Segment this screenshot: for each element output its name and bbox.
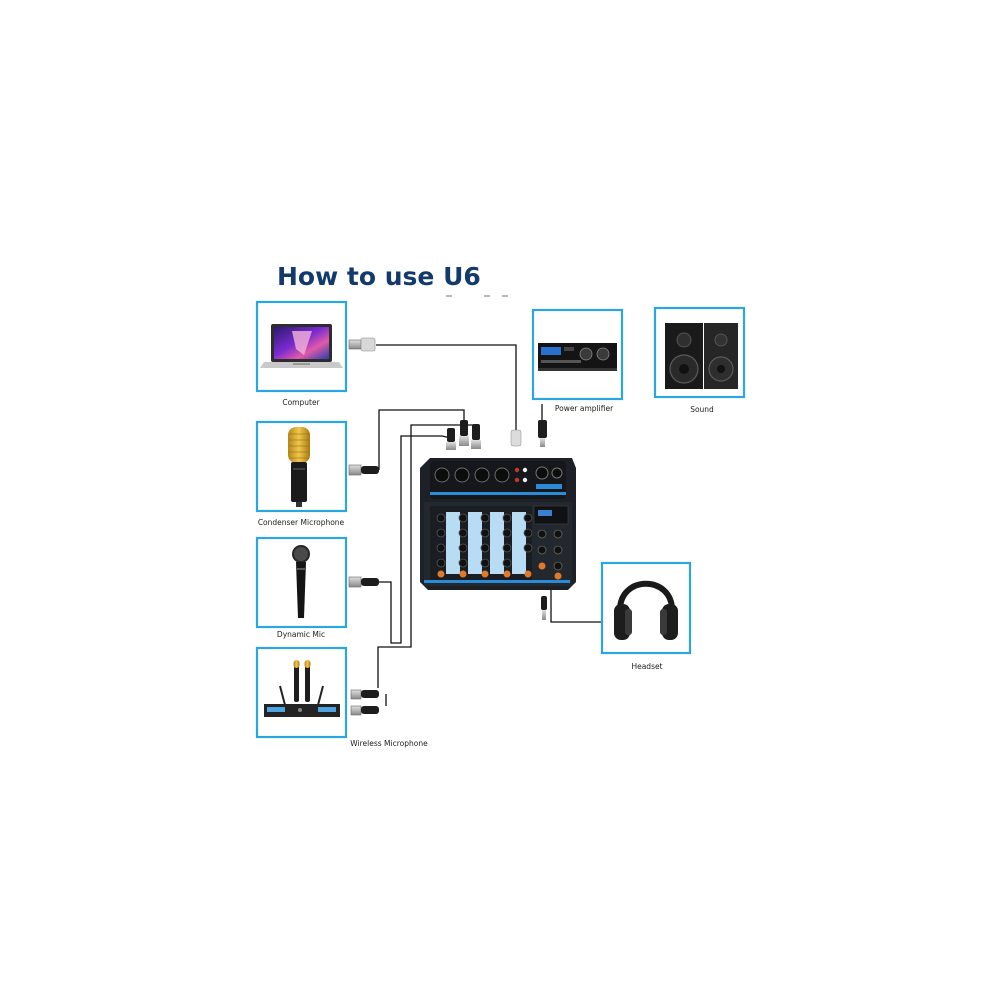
sound-box xyxy=(653,306,746,399)
computer-box xyxy=(255,300,348,393)
usb-plug-icon xyxy=(348,337,376,352)
headset-box xyxy=(600,561,692,655)
speaker-icon xyxy=(665,323,738,389)
jack-plug-icon xyxy=(538,420,547,620)
amplifier-icon xyxy=(538,343,617,371)
mixer-channel-strips xyxy=(430,506,533,582)
dynamic-mic-box xyxy=(255,536,348,629)
sound-label: Sound xyxy=(690,405,714,414)
wireless-receiver-icon xyxy=(264,660,340,717)
power-amplifier-label: Power amplifier xyxy=(554,404,614,413)
condenser-mic-box xyxy=(255,420,348,513)
headset-label: Headset xyxy=(631,662,663,671)
dynamic-mic-icon xyxy=(292,545,310,618)
wireless-mic-box xyxy=(255,646,348,739)
wireless-mic-label: Wireless Microphone xyxy=(350,739,428,748)
headphones-icon xyxy=(614,580,678,640)
xlr-plug-icon xyxy=(348,420,522,716)
mixer-icon xyxy=(420,458,576,590)
page-title: How to use U6 xyxy=(277,262,481,291)
condenser-mic-icon xyxy=(288,427,310,507)
power-amplifier-box xyxy=(531,308,624,401)
computer-label: Computer xyxy=(282,398,320,407)
laptop-icon xyxy=(260,324,343,368)
dynamic-mic-label: Dynamic Mic xyxy=(276,630,326,639)
condenser-mic-label: Condenser Microphone xyxy=(257,518,345,527)
